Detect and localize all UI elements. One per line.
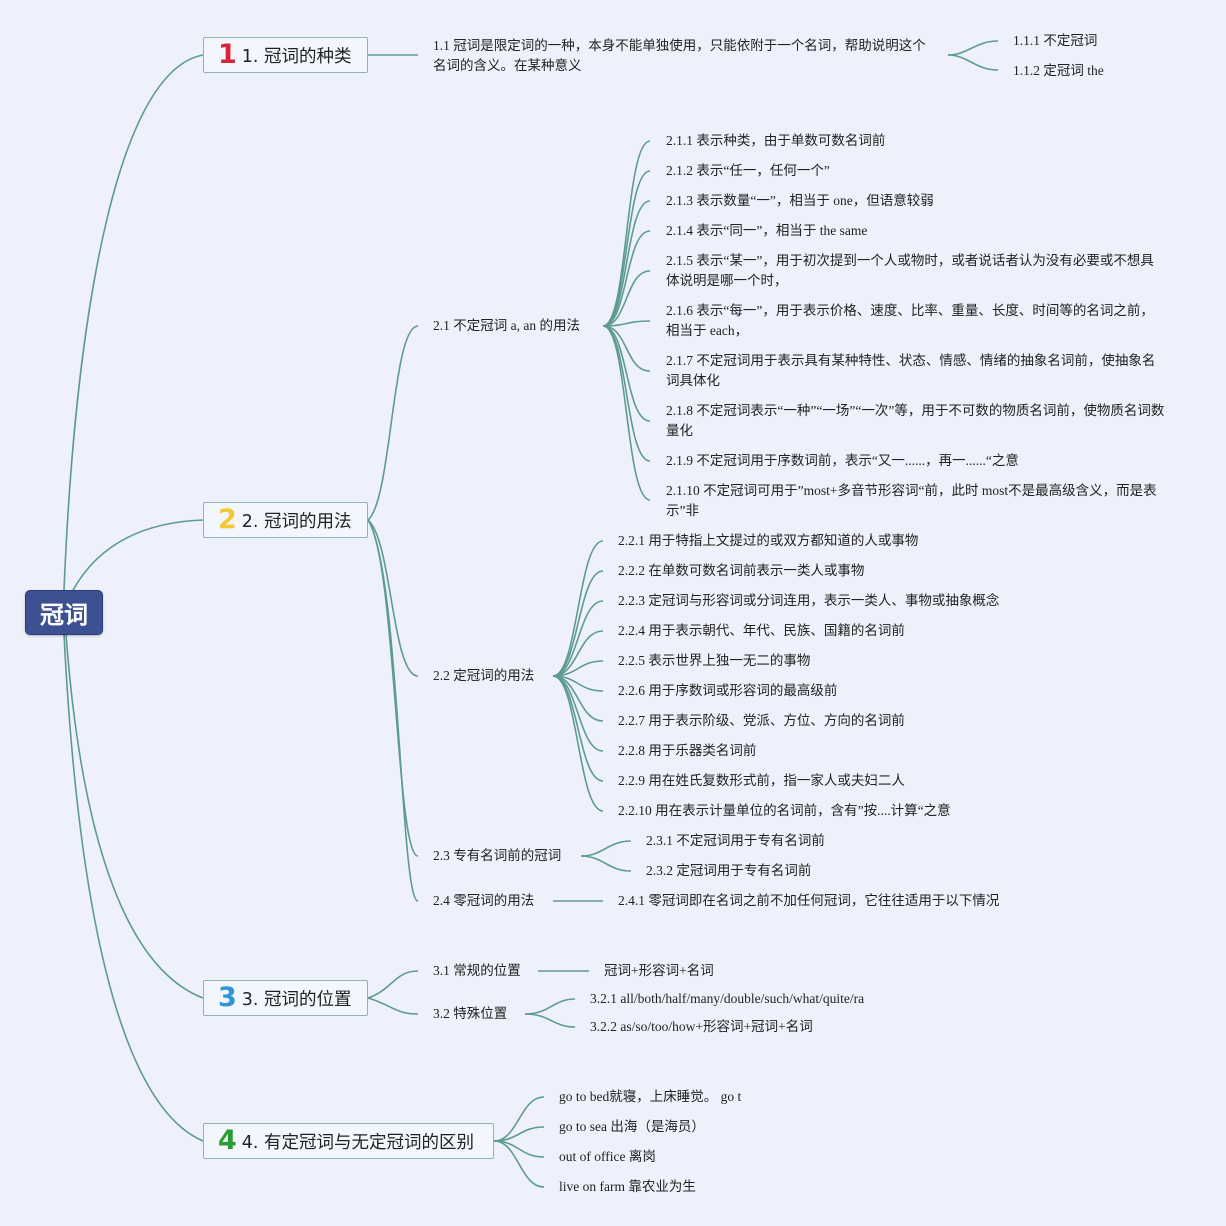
connector-s3-item-2 [580,855,632,872]
s2-item-node[interactable]: 2.2.3 定冠词与形容词或分词连用，表示一类人、事物或抽象概念 [618,593,1000,608]
connector-b3-s2-item-1 [524,998,576,1015]
connector-s1-item-2 [602,170,651,327]
s2-item-node[interactable]: 2.2.8 用于乐器类名词前 [618,743,757,758]
s2-item-node[interactable]: 2.2.7 用于表示阶级、党派、方位、方向的名词前 [618,713,905,728]
b4-item-node[interactable]: go to sea 出海（是海员） [559,1119,705,1134]
branch-4-node[interactable]: 4 4. 有定冠词与无定冠词的区别 [203,1123,494,1159]
connector-b2-s1 [367,325,419,521]
s1-item-node[interactable]: 2.1.3 表示数量“一”，相当于 one，但语意较弱 [666,193,934,208]
connector-s3-item-1 [580,840,632,857]
connector-root-b4 [63,633,204,1142]
s1-item-node[interactable]: 2.1.2 表示“任一，任何一个” [666,163,830,178]
number-3-badge-icon: 3 [218,982,237,1013]
b1-child-indefinite[interactable]: 1.1.1 不定冠词 [1013,33,1098,48]
s4-label-node[interactable]: 2.4 零冠词的用法 [433,893,535,908]
number-2-badge-icon: 2 [218,504,237,535]
s2-label-node[interactable]: 2.2 定冠词的用法 [433,668,535,683]
branch-2-node[interactable]: 2 2. 冠词的用法 [203,502,368,538]
s1-item-node[interactable]: 2.1.7 不定冠词用于表示具有某种特性、状态、情感、情绪的抽象名词前，使抽象名… [666,353,1156,388]
connector-root-b3 [65,633,204,999]
s1-item-node[interactable]: 2.1.8 不定冠词表示“一种”“一场”“一次”等，用于不可数的物质名词前，使物… [666,403,1165,438]
s2-item-node[interactable]: 2.2.5 表示世界上独一无二的事物 [618,653,811,668]
b3-s2-item-node[interactable]: 3.2.1 all/both/half/many/double/such/wha… [590,991,865,1006]
connector-s2-item-2 [552,570,604,677]
connector-b3-s2 [367,997,419,1015]
s2-item-node[interactable]: 2.2.2 在单数可数名词前表示一类人或事物 [618,563,865,578]
connector-s1-item-10 [602,325,651,501]
connector-b3-s2-item-2 [524,1013,576,1028]
connector-s1-item-9 [602,325,651,462]
b3-s2-item-node[interactable]: 3.2.2 as/so/too/how+形容词+冠词+名词 [590,1019,813,1034]
connector-s2-item-3 [552,600,604,677]
s2-item-node[interactable]: 2.2.6 用于序数词或形容词的最高级前 [618,683,838,698]
connector-s2-item-9 [552,675,604,782]
connector-s2-item-1 [552,540,604,677]
connector-b1-child-2 [947,54,999,71]
number-1-badge-icon: 1 [218,39,237,70]
connector-s1-item-4 [602,230,651,327]
b4-item-node[interactable]: out of office 离岗 [559,1149,656,1164]
connector-b2-s4 [367,519,419,902]
branch-1-label: 1. 冠词的种类 [241,46,352,67]
s1-item-node[interactable]: 2.1.4 表示“同一”，相当于 the same [666,223,868,238]
b3-s1-label-node[interactable]: 3.1 常规的位置 [433,963,521,978]
s2-item-node[interactable]: 2.2.1 用于特指上文提过的或双方都知道的人或事物 [618,533,919,548]
s1-item-node[interactable]: 2.1.10 不定冠词可用于”most+多音节形容词“前，此时 most不是最高… [666,483,1157,518]
b1-description-node[interactable]: 1.1 冠词是限定词的一种，本身不能单独使用，只能依附于一个名词，帮助说明这个名… [433,38,926,73]
s4-item-node[interactable]: 2.4.1 零冠词即在名词之前不加任何冠词，它往往适用于以下情况 [618,893,1000,908]
branch-3-node[interactable]: 3 3. 冠词的位置 [203,980,368,1016]
b4-item-node[interactable]: live on farm 靠农业为生 [559,1179,696,1194]
s3-item-node[interactable]: 2.3.1 不定冠词用于专有名词前 [646,833,825,848]
s1-item-node[interactable]: 2.1.1 表示种类，由于单数可数名词前 [666,133,886,148]
branch-1-node[interactable]: 1 1. 冠词的种类 [203,37,368,73]
connector-s2-item-4 [552,630,604,677]
b1-child-definite[interactable]: 1.1.2 定冠词 the [1013,63,1104,78]
connector-b2-s2 [367,519,419,677]
b4-item-node[interactable]: go to bed就寝，上床睡觉。 go t [559,1089,742,1104]
s1-item-node[interactable]: 2.1.5 表示“某一”，用于初次提到一个人或物时，或者说话者认为没有必要或不想… [666,253,1154,288]
connector-s1-item-3 [602,200,651,327]
connector-b4-item-1 [493,1096,545,1142]
branch-2-label: 2. 冠词的用法 [241,511,352,532]
connector-root-b2 [71,519,204,593]
s3-label-node[interactable]: 2.3 专有名词前的冠词 [433,848,562,863]
s1-item-node[interactable]: 2.1.6 表示“每一”，用于表示价格、速度、比率、重量、长度、时间等的名词之前… [666,303,1154,338]
s1-label-node[interactable]: 2.1 不定冠词 a, an 的用法 [433,318,580,333]
connector-s1-item-5 [602,270,651,327]
branch-3-label: 3. 冠词的位置 [241,989,352,1010]
root-topic[interactable]: 冠词 [25,590,103,635]
connector-b4-item-4 [493,1140,545,1188]
s2-item-node[interactable]: 2.2.10 用在表示计量单位的名词前，含有”按....计算“之意 [618,803,951,818]
connector-s1-item-6 [602,320,651,327]
b3-s2-label-node[interactable]: 3.2 特殊位置 [433,1006,508,1021]
s2-item-node[interactable]: 2.2.9 用在姓氏复数形式前，指一家人或夫妇二人 [618,773,905,788]
connector-b3-s1 [367,970,419,999]
s3-item-node[interactable]: 2.3.2 定冠词用于专有名词前 [646,863,812,878]
connector-root-b1 [63,54,204,591]
branch-4-label: 4. 有定冠词与无定冠词的区别 [241,1132,475,1153]
s2-item-node[interactable]: 2.2.4 用于表示朝代、年代、民族、国籍的名词前 [618,623,905,638]
connector-b2-s3 [367,519,419,857]
connector-b1-child-1 [947,40,999,56]
b3-s1-item-node[interactable]: 冠词+形容词+名词 [604,963,714,978]
s1-item-node[interactable]: 2.1.9 不定冠词用于序数词前，表示“又一......，再一......“之意 [666,453,1019,468]
connector-s1-item-7 [602,325,651,372]
connector-s2-item-10 [552,675,604,812]
number-4-badge-icon: 4 [218,1125,237,1156]
